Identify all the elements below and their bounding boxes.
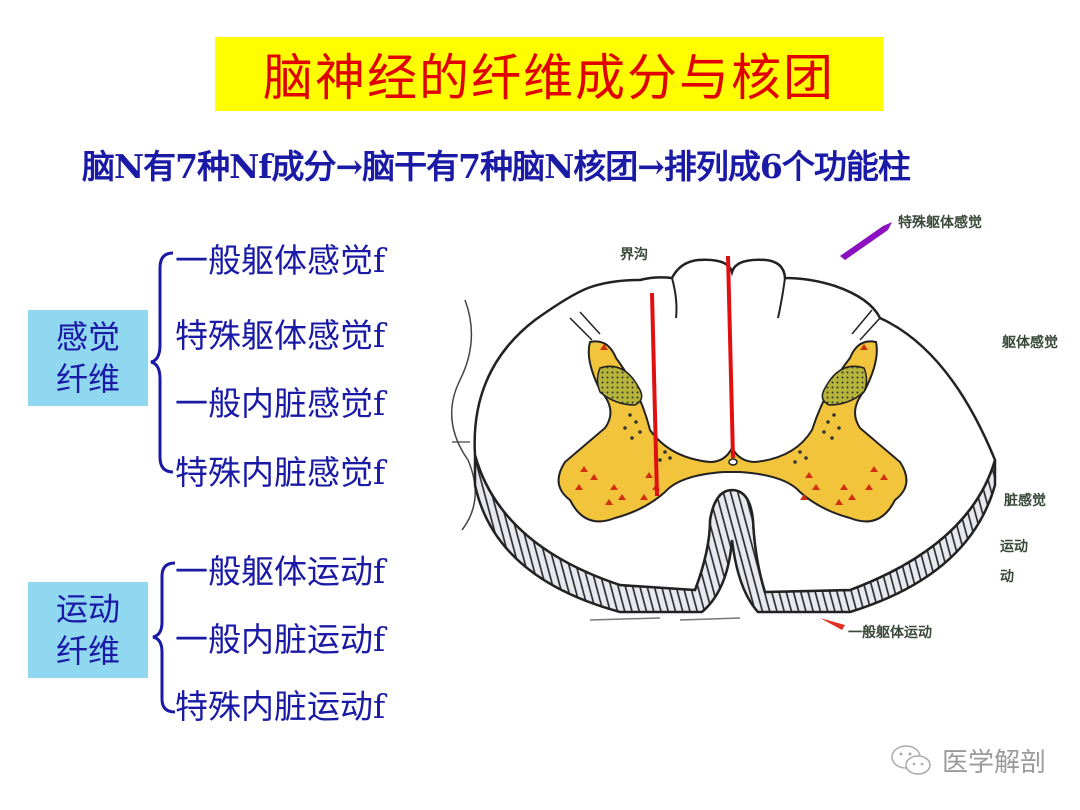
spinal-cord-cross-section: 界沟 特殊躯体感觉 躯体感觉 脏感觉 运动 动 一般躯体运动 — [440, 200, 1080, 650]
category-line: 纤维 — [55, 360, 120, 398]
watermark-text: 医学解剖 — [942, 748, 1047, 778]
title-banner: 脑神经的纤维成分与核团 — [215, 37, 883, 111]
spinal-cord-drawing — [450, 222, 997, 630]
label-special-somatic-sensory: 特殊躯体感觉 — [898, 215, 982, 231]
watermark: 医学解剖 — [890, 742, 1046, 779]
category-line: 感觉 — [55, 318, 120, 356]
label-general-somatic-sensory: 躯体感觉 — [1002, 335, 1058, 351]
label-motor-partial: 动 — [1000, 569, 1014, 585]
wechat-icon — [891, 744, 931, 775]
fiber-item: 一般躯体运动f — [175, 552, 386, 591]
fiber-item: 特殊内脏感觉f — [175, 453, 386, 492]
sensory-fiber-category: 感觉 纤维 — [28, 310, 148, 406]
label-motor-partial: 运动 — [1000, 539, 1028, 555]
fiber-item: 特殊内脏运动f — [175, 687, 386, 726]
label-general-somatic-motor: 一般躯体运动 — [848, 625, 932, 641]
subtitle: 脑N有7种Nf成分→脑干有7种脑N核团→排列成6个功能柱 — [82, 147, 911, 186]
category-line: 运动 — [55, 590, 120, 628]
category-line: 纤维 — [55, 632, 120, 670]
motor-brace — [152, 561, 176, 714]
label-visceral-sensory: 脏感觉 — [1004, 493, 1046, 509]
fiber-item: 特殊躯体感觉f — [175, 316, 386, 355]
motor-fiber-category: 运动 纤维 — [28, 582, 148, 678]
label-sulcus-limitans: 界沟 — [620, 247, 648, 263]
page-title: 脑神经的纤维成分与核团 — [263, 49, 835, 107]
fiber-item: 一般内脏运动f — [175, 620, 386, 659]
fiber-item: 一般躯体感觉f — [175, 241, 386, 280]
fiber-item: 一般内脏感觉f — [175, 384, 386, 423]
sensory-brace — [150, 251, 174, 474]
